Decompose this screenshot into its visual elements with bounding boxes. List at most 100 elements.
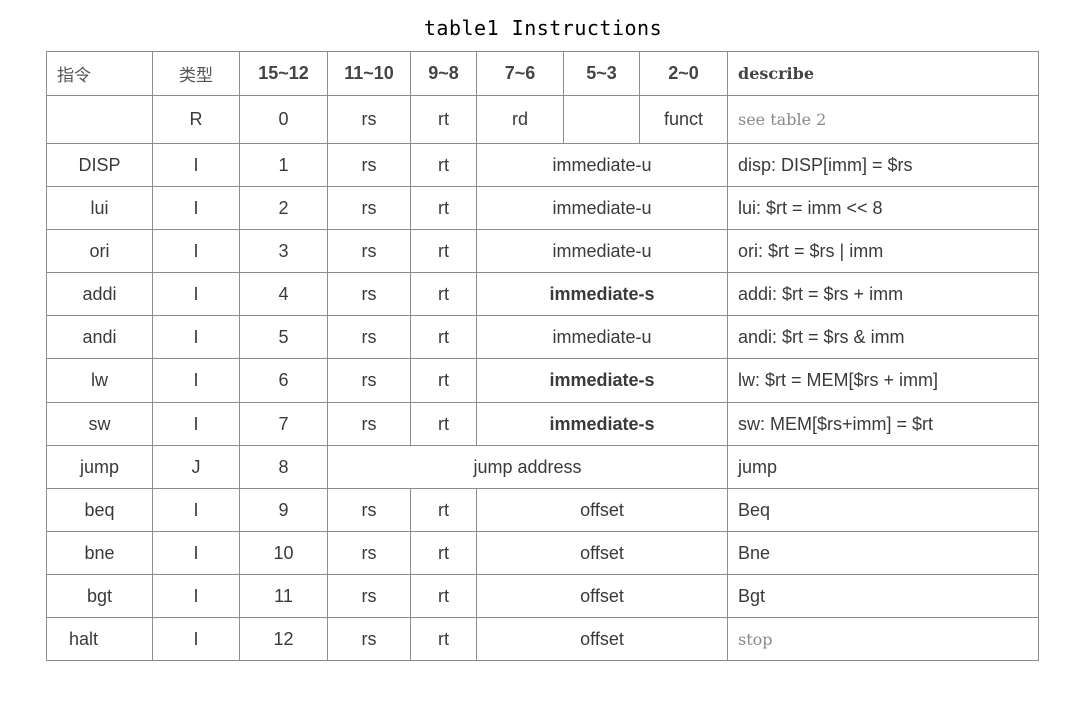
instr-type: I [152, 488, 240, 532]
instr-type: I [152, 531, 240, 575]
header-bits-15-12: 15~12 [239, 51, 328, 96]
instr-opcode: 0 [239, 95, 328, 144]
instr-funct: funct [639, 95, 728, 144]
instr-rs: rs [327, 186, 411, 230]
instr-type: I [152, 574, 240, 618]
header-bits-2-0: 2~0 [639, 51, 728, 96]
instr-rt: rt [410, 229, 477, 273]
instr-rs: rs [327, 402, 411, 446]
header-bits-9-8: 9~8 [410, 51, 477, 96]
instr-opcode: 1 [239, 143, 328, 187]
instr-name: bne [46, 531, 153, 575]
instr-name: ori [46, 229, 153, 273]
header-describe: describe [727, 51, 1039, 96]
instr-name: halt [46, 617, 153, 661]
instr-opcode: 11 [239, 574, 328, 618]
header-bits-7-6: 7~6 [476, 51, 564, 96]
instr-opcode: 10 [239, 531, 328, 575]
header-bits-5-3: 5~3 [563, 51, 640, 96]
instr-rt: rt [410, 143, 477, 187]
table-row: lui I 2 rs rt immediate-u lui: $rt = imm… [46, 186, 1039, 230]
instr-rs: rs [327, 531, 411, 575]
instr-rt: rt [410, 617, 477, 661]
instr-opcode: 9 [239, 488, 328, 532]
instr-desc: Bne [727, 531, 1039, 575]
instr-blank [563, 95, 640, 144]
instr-rt: rt [410, 272, 477, 316]
instr-desc: andi: $rt = $rs & imm [727, 315, 1039, 359]
instr-immediate: immediate-s [476, 358, 728, 403]
table-row: ori I 3 rs rt immediate-u ori: $rt = $rs… [46, 229, 1039, 273]
instr-name: lui [46, 186, 153, 230]
instr-name [46, 95, 153, 144]
instr-type: J [152, 445, 240, 489]
instr-rs: rs [327, 95, 411, 144]
instr-rt: rt [410, 488, 477, 532]
instr-type: I [152, 272, 240, 316]
header-instr: 指令 [46, 51, 153, 96]
instr-rs: rs [327, 315, 411, 359]
instr-rs: rs [327, 143, 411, 187]
instr-rt: rt [410, 531, 477, 575]
instr-immediate: immediate-s [476, 272, 728, 316]
instr-desc: disp: DISP[imm] = $rs [727, 143, 1039, 187]
instr-jump-address: jump address [327, 445, 728, 489]
instr-desc: stop [727, 617, 1039, 661]
instr-desc: sw: MEM[$rs+imm] = $rt [727, 402, 1039, 446]
instr-rd: rd [476, 95, 564, 144]
instr-rs: rs [327, 617, 411, 661]
instr-rs: rs [327, 229, 411, 273]
instr-desc: lw: $rt = MEM[$rs + imm] [727, 358, 1039, 403]
instr-name: beq [46, 488, 153, 532]
table-row: DISP I 1 rs rt immediate-u disp: DISP[im… [46, 143, 1039, 187]
instr-rs: rs [327, 358, 411, 403]
table-row: addi I 4 rs rt immediate-s addi: $rt = $… [46, 272, 1039, 316]
instr-opcode: 5 [239, 315, 328, 359]
instr-offset: offset [476, 531, 728, 575]
instr-name: DISP [46, 143, 153, 187]
instr-desc: Bgt [727, 574, 1039, 618]
instr-offset: offset [476, 488, 728, 532]
instr-type: I [152, 186, 240, 230]
instr-name: lw [46, 358, 153, 403]
instr-desc: addi: $rt = $rs + imm [727, 272, 1039, 316]
instruction-table: 指令 类型 15~12 11~10 9~8 7~6 5~3 2~0 descri… [46, 51, 1039, 661]
instr-rt: rt [410, 95, 477, 144]
instr-immediate: immediate-u [476, 229, 728, 273]
instr-immediate: immediate-u [476, 186, 728, 230]
instr-opcode: 12 [239, 617, 328, 661]
instr-type: I [152, 315, 240, 359]
instr-immediate: immediate-u [476, 315, 728, 359]
table-row: halt I 12 rs rt offset stop [46, 617, 1039, 661]
header-bits-11-10: 11~10 [327, 51, 411, 96]
table-row: andi I 5 rs rt immediate-u andi: $rt = $… [46, 315, 1039, 359]
instr-rt: rt [410, 186, 477, 230]
instr-rs: rs [327, 488, 411, 532]
instr-type: I [152, 358, 240, 403]
instr-desc: lui: $rt = imm << 8 [727, 186, 1039, 230]
instr-name: bgt [46, 574, 153, 618]
instr-name: jump [46, 445, 153, 489]
instr-desc: see table 2 [727, 95, 1039, 144]
table-row: R 0 rs rt rd funct see table 2 [46, 95, 1039, 144]
instr-rt: rt [410, 358, 477, 403]
instr-name: sw [46, 402, 153, 446]
instr-opcode: 4 [239, 272, 328, 316]
table-row: beq I 9 rs rt offset Beq [46, 488, 1039, 532]
instr-rt: rt [410, 315, 477, 359]
instr-desc: ori: $rt = $rs | imm [727, 229, 1039, 273]
instr-type: I [152, 617, 240, 661]
instr-type: R [152, 95, 240, 144]
instr-rt: rt [410, 574, 477, 618]
header-type: 类型 [152, 51, 240, 96]
instr-offset: offset [476, 617, 728, 661]
instr-desc: jump [727, 445, 1039, 489]
instr-name: addi [46, 272, 153, 316]
table-title: table1 Instructions [423, 16, 663, 40]
header-row: 指令 类型 15~12 11~10 9~8 7~6 5~3 2~0 descri… [46, 51, 1039, 96]
instr-type: I [152, 143, 240, 187]
table-row: bgt I 11 rs rt offset Bgt [46, 574, 1039, 618]
instr-rt: rt [410, 402, 477, 446]
instr-desc: Beq [727, 488, 1039, 532]
instr-opcode: 2 [239, 186, 328, 230]
